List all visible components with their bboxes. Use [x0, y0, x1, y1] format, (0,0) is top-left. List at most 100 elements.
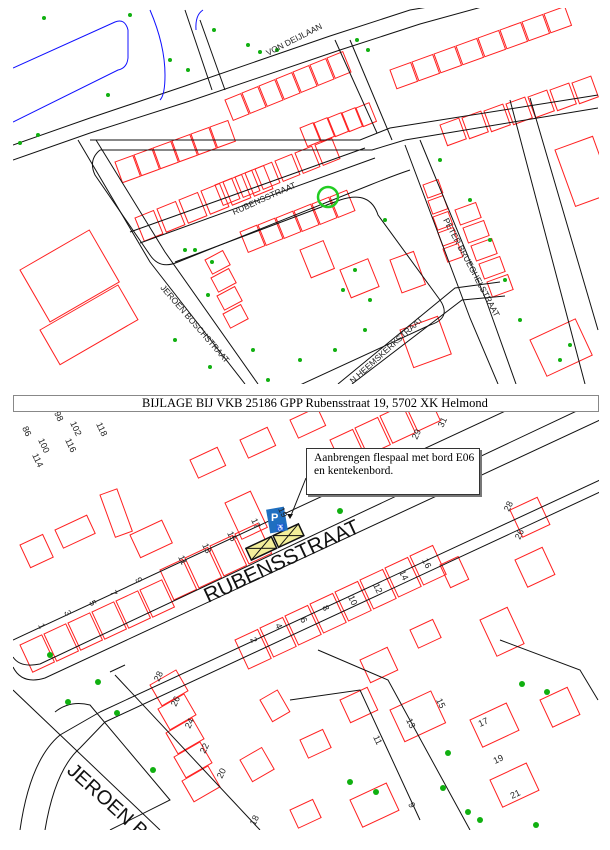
house-number: 8 — [320, 604, 331, 613]
building-outline — [234, 522, 273, 565]
tree-icon — [298, 358, 302, 362]
tree-icon — [150, 767, 156, 773]
building-outline — [433, 45, 463, 74]
building-outline — [339, 258, 380, 299]
street-label-heemskerkstraat: N HEEMSKERKSTRAAT — [348, 315, 425, 384]
tree-icon — [275, 48, 279, 52]
tree-icon — [544, 689, 550, 695]
building-outline — [359, 646, 399, 684]
building-outline — [461, 110, 489, 140]
tree-icon — [251, 348, 255, 352]
building-outline — [505, 96, 533, 126]
building-outline — [259, 616, 297, 658]
building-outline — [326, 50, 352, 80]
tree-icon — [355, 38, 359, 42]
building-outline — [209, 119, 237, 149]
building-outline — [455, 37, 485, 66]
building-outline — [239, 224, 266, 254]
building-outline — [43, 623, 80, 662]
tree-icon — [193, 248, 197, 252]
tree-markers — [18, 13, 572, 382]
house-number: 29 — [410, 428, 423, 441]
house-number: 5 — [87, 599, 98, 608]
tree-icon — [18, 141, 22, 145]
street-label-rubensstraat: RUBENSSTRAAT — [231, 180, 297, 217]
building-outline — [379, 412, 417, 444]
tree-icon — [173, 338, 177, 342]
building-outline — [184, 546, 223, 589]
building-outline — [91, 601, 128, 640]
building-outline — [432, 210, 454, 231]
document-caption: BIJLAGE BIJ VKB 25186 GPP Rubensstraat 1… — [13, 395, 599, 412]
building-outline — [411, 53, 441, 82]
building-outline — [67, 612, 104, 651]
tree-icon — [206, 293, 210, 297]
building-outline — [327, 112, 350, 138]
building-outline — [409, 544, 447, 586]
building-outline — [289, 412, 327, 439]
building-outline — [173, 741, 213, 779]
house-number: 10 — [346, 594, 359, 607]
building-outline — [299, 122, 322, 148]
tree-icon — [266, 378, 270, 382]
building-outline — [204, 249, 231, 275]
building-outline — [171, 133, 199, 163]
overview-map: VON DEIJLAAN RUBENSSTRAAT PETER BRUEGHEL… — [13, 8, 599, 384]
house-numbers: 1 3 5 7 9 11 13 15 17 19 2 4 6 8 10 12 1… — [20, 412, 526, 827]
tree-icon — [440, 785, 446, 791]
building-outline — [499, 21, 529, 50]
building-outline — [178, 191, 208, 224]
tree-icon — [373, 789, 379, 795]
building-outline — [216, 285, 243, 311]
building-outline — [477, 29, 507, 58]
building-outline — [486, 273, 514, 298]
building-outline — [543, 8, 573, 34]
house-number: 2 — [248, 636, 259, 645]
house-number: 14 — [397, 569, 410, 582]
parking-sign: P ♿ — [266, 506, 288, 534]
building-outline — [309, 57, 335, 87]
building-outline — [224, 490, 268, 540]
building-outline — [254, 161, 281, 191]
building-outline — [115, 590, 152, 629]
house-number: 22 — [198, 742, 211, 755]
tree-icon — [106, 93, 110, 97]
building-outline — [189, 446, 227, 479]
building-outline — [222, 173, 252, 206]
building-outline — [234, 169, 261, 199]
building-outline — [139, 579, 176, 618]
road-lines — [13, 8, 599, 384]
callout-line-1: Aanbrengen flespaal met bord E06 — [314, 452, 475, 464]
callout-arrow — [289, 477, 307, 519]
water-outline — [13, 9, 204, 123]
building-outline — [483, 103, 511, 133]
tree-icon — [533, 822, 539, 828]
tree-icon — [183, 248, 187, 252]
house-number: 28 — [152, 670, 165, 683]
house-number: 17 — [477, 716, 490, 729]
building-outline — [284, 604, 322, 646]
building-outline — [165, 717, 205, 755]
tree-icon — [363, 328, 367, 332]
street-label-peter-brueghelstraat: PETER BRUEGHELSTRAAT — [441, 216, 502, 318]
building-outline — [222, 303, 249, 329]
house-number: 116 — [63, 437, 78, 454]
tree-icon — [503, 278, 507, 282]
building-outline — [521, 13, 551, 42]
house-number: 6 — [298, 616, 309, 625]
building-outline — [190, 126, 218, 156]
building-outline — [274, 153, 301, 183]
building-outline — [384, 556, 422, 598]
building-outline — [571, 75, 599, 105]
tree-icon — [258, 50, 262, 54]
building-outline — [292, 64, 318, 94]
annotation-callout: Aanbrengen flespaal met bord E06 en kent… — [306, 448, 480, 495]
building-outline — [470, 237, 498, 262]
house-number: 26 — [169, 695, 182, 708]
building-outline — [289, 798, 322, 829]
tree-icon — [168, 58, 172, 62]
building-outline — [152, 140, 180, 170]
building-outline — [549, 82, 577, 112]
building-outline — [489, 762, 540, 808]
building-outline — [439, 555, 470, 589]
